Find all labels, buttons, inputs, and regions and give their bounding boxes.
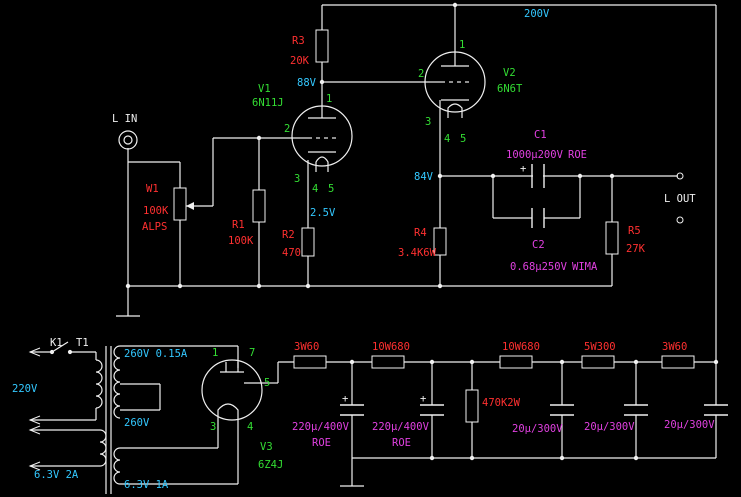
capacitor-c1 bbox=[531, 164, 545, 188]
v1-pin1: 1 bbox=[326, 93, 332, 105]
v1-pin3: 3 bbox=[294, 173, 300, 185]
mains-voltage: 220V bbox=[12, 383, 38, 395]
ps-c5-value: 20μ/300V bbox=[664, 419, 715, 431]
r2-value: 470 bbox=[282, 247, 301, 259]
psu-capacitors bbox=[340, 404, 728, 416]
v3-type: 6Z4J bbox=[258, 459, 283, 471]
ps-c1-value: 220μ/400V bbox=[292, 421, 350, 433]
ps-c2-value: 220μ/400V bbox=[372, 421, 430, 433]
r2-ref: R2 bbox=[282, 229, 295, 241]
resistor-r2 bbox=[301, 227, 315, 257]
resistor-r1 bbox=[252, 189, 266, 223]
t1-hv-winding: 260V 0.15A bbox=[124, 348, 188, 360]
v1-pin5: 5 bbox=[328, 183, 334, 195]
v1-plate-voltage: 88V bbox=[297, 77, 317, 89]
v1-pin2: 2 bbox=[284, 123, 290, 135]
lout-label: L OUT bbox=[664, 193, 696, 205]
ps-r1-value: 3W60 bbox=[294, 341, 319, 353]
capacitor-c2 bbox=[531, 208, 545, 228]
ps-r4-value: 5W300 bbox=[584, 341, 616, 353]
v3-pin4: 4 bbox=[247, 421, 253, 433]
c1-ref: C1 bbox=[534, 129, 547, 141]
v3-pin1: 1 bbox=[212, 347, 218, 359]
amp-wiring bbox=[116, 4, 717, 405]
ps-c3-value: 20μ/300V bbox=[512, 423, 563, 435]
resistor-r4 bbox=[433, 227, 447, 256]
v1-ref: V1 bbox=[258, 83, 271, 95]
lin-label: L IN bbox=[112, 113, 137, 125]
v2-pin2: 2 bbox=[418, 68, 424, 80]
k1-ref: K1 bbox=[50, 337, 63, 349]
v3-pin7: 7 bbox=[249, 347, 255, 359]
c2-ref: C2 bbox=[532, 239, 545, 251]
v1-pin4: 4 bbox=[312, 183, 318, 195]
resistor-r5 bbox=[605, 221, 619, 255]
t1-heater-winding: 6.3V 2A bbox=[34, 469, 79, 481]
r1-ref: R1 bbox=[232, 219, 245, 231]
potentiometer-w1 bbox=[173, 187, 194, 221]
c2-brand: WIMA bbox=[572, 261, 598, 273]
tube-v1 bbox=[291, 105, 353, 172]
v1-cathode-voltage: 2.5V bbox=[310, 207, 336, 219]
v2-pin1: 1 bbox=[459, 39, 465, 51]
t1-hv-winding-2: 260V bbox=[124, 417, 150, 429]
v2-pin4: 4 bbox=[444, 133, 450, 145]
t1-ref: T1 bbox=[76, 337, 89, 349]
ps-c2-polarity: + bbox=[420, 393, 426, 405]
v2-cathode-voltage: 84V bbox=[414, 171, 434, 183]
tube-v2 bbox=[424, 51, 486, 118]
mains-arrow-icons bbox=[28, 347, 41, 425]
input-jack bbox=[118, 130, 138, 150]
v1-type: 6N11J bbox=[252, 97, 284, 109]
c2-value: 0.68μ250V bbox=[510, 261, 568, 273]
resistor-ps4 bbox=[581, 355, 615, 369]
ps-r5-value: 3W60 bbox=[662, 341, 687, 353]
c1-polarity: + bbox=[520, 163, 526, 175]
ps-c2-brand: ROE bbox=[392, 437, 411, 449]
w1-value: 100K bbox=[143, 205, 169, 217]
resistor-ps3 bbox=[499, 355, 533, 369]
ps-c1-brand: ROE bbox=[312, 437, 331, 449]
r5-ref: R5 bbox=[628, 225, 641, 237]
ps-bleeder-value: 470K2W bbox=[482, 397, 521, 409]
r4-ref: R4 bbox=[414, 227, 427, 239]
r4-value: 3.4K6W bbox=[398, 247, 437, 259]
ps-r2-value: 10W680 bbox=[372, 341, 410, 353]
resistor-ps5 bbox=[661, 355, 695, 369]
switch-k1 bbox=[49, 341, 73, 355]
r5-value: 27K bbox=[626, 243, 646, 255]
resistor-ps2 bbox=[371, 355, 405, 369]
ps-r3-value: 10W680 bbox=[502, 341, 540, 353]
r3-value: 20K bbox=[290, 55, 310, 67]
output-terminal-hot bbox=[676, 172, 684, 180]
w1-brand: ALPS bbox=[142, 221, 167, 233]
resistor-bleeder bbox=[465, 389, 479, 423]
v2-pin5: 5 bbox=[460, 133, 466, 145]
c1-value: 1000μ200V bbox=[506, 149, 564, 161]
v3-pin5: 5 bbox=[264, 377, 270, 389]
c1-brand: ROE bbox=[568, 149, 587, 161]
heater-arrow-icons bbox=[28, 425, 41, 471]
tube-v3 bbox=[201, 359, 263, 430]
r1-value: 100K bbox=[228, 235, 254, 247]
output-terminal-ground bbox=[676, 216, 684, 224]
junction-dots bbox=[125, 2, 719, 461]
v2-type: 6N6T bbox=[497, 83, 523, 95]
ps-c1-polarity: + bbox=[342, 393, 348, 405]
transformer-t1 bbox=[30, 345, 121, 494]
resistor-r3 bbox=[315, 29, 329, 63]
v3-pin3: 3 bbox=[210, 421, 216, 433]
t1-rect-filament: 6.3V 1A bbox=[124, 479, 169, 491]
v2-ref: V2 bbox=[503, 67, 516, 79]
v3-ref: V3 bbox=[260, 441, 273, 453]
ps-c4-value: 20μ/300V bbox=[584, 421, 635, 433]
w1-ref: W1 bbox=[146, 183, 159, 195]
v2-pin3: 3 bbox=[425, 116, 431, 128]
b-plus-label: 200V bbox=[524, 8, 550, 20]
r3-ref: R3 bbox=[292, 35, 305, 47]
resistor-ps1 bbox=[293, 355, 327, 369]
